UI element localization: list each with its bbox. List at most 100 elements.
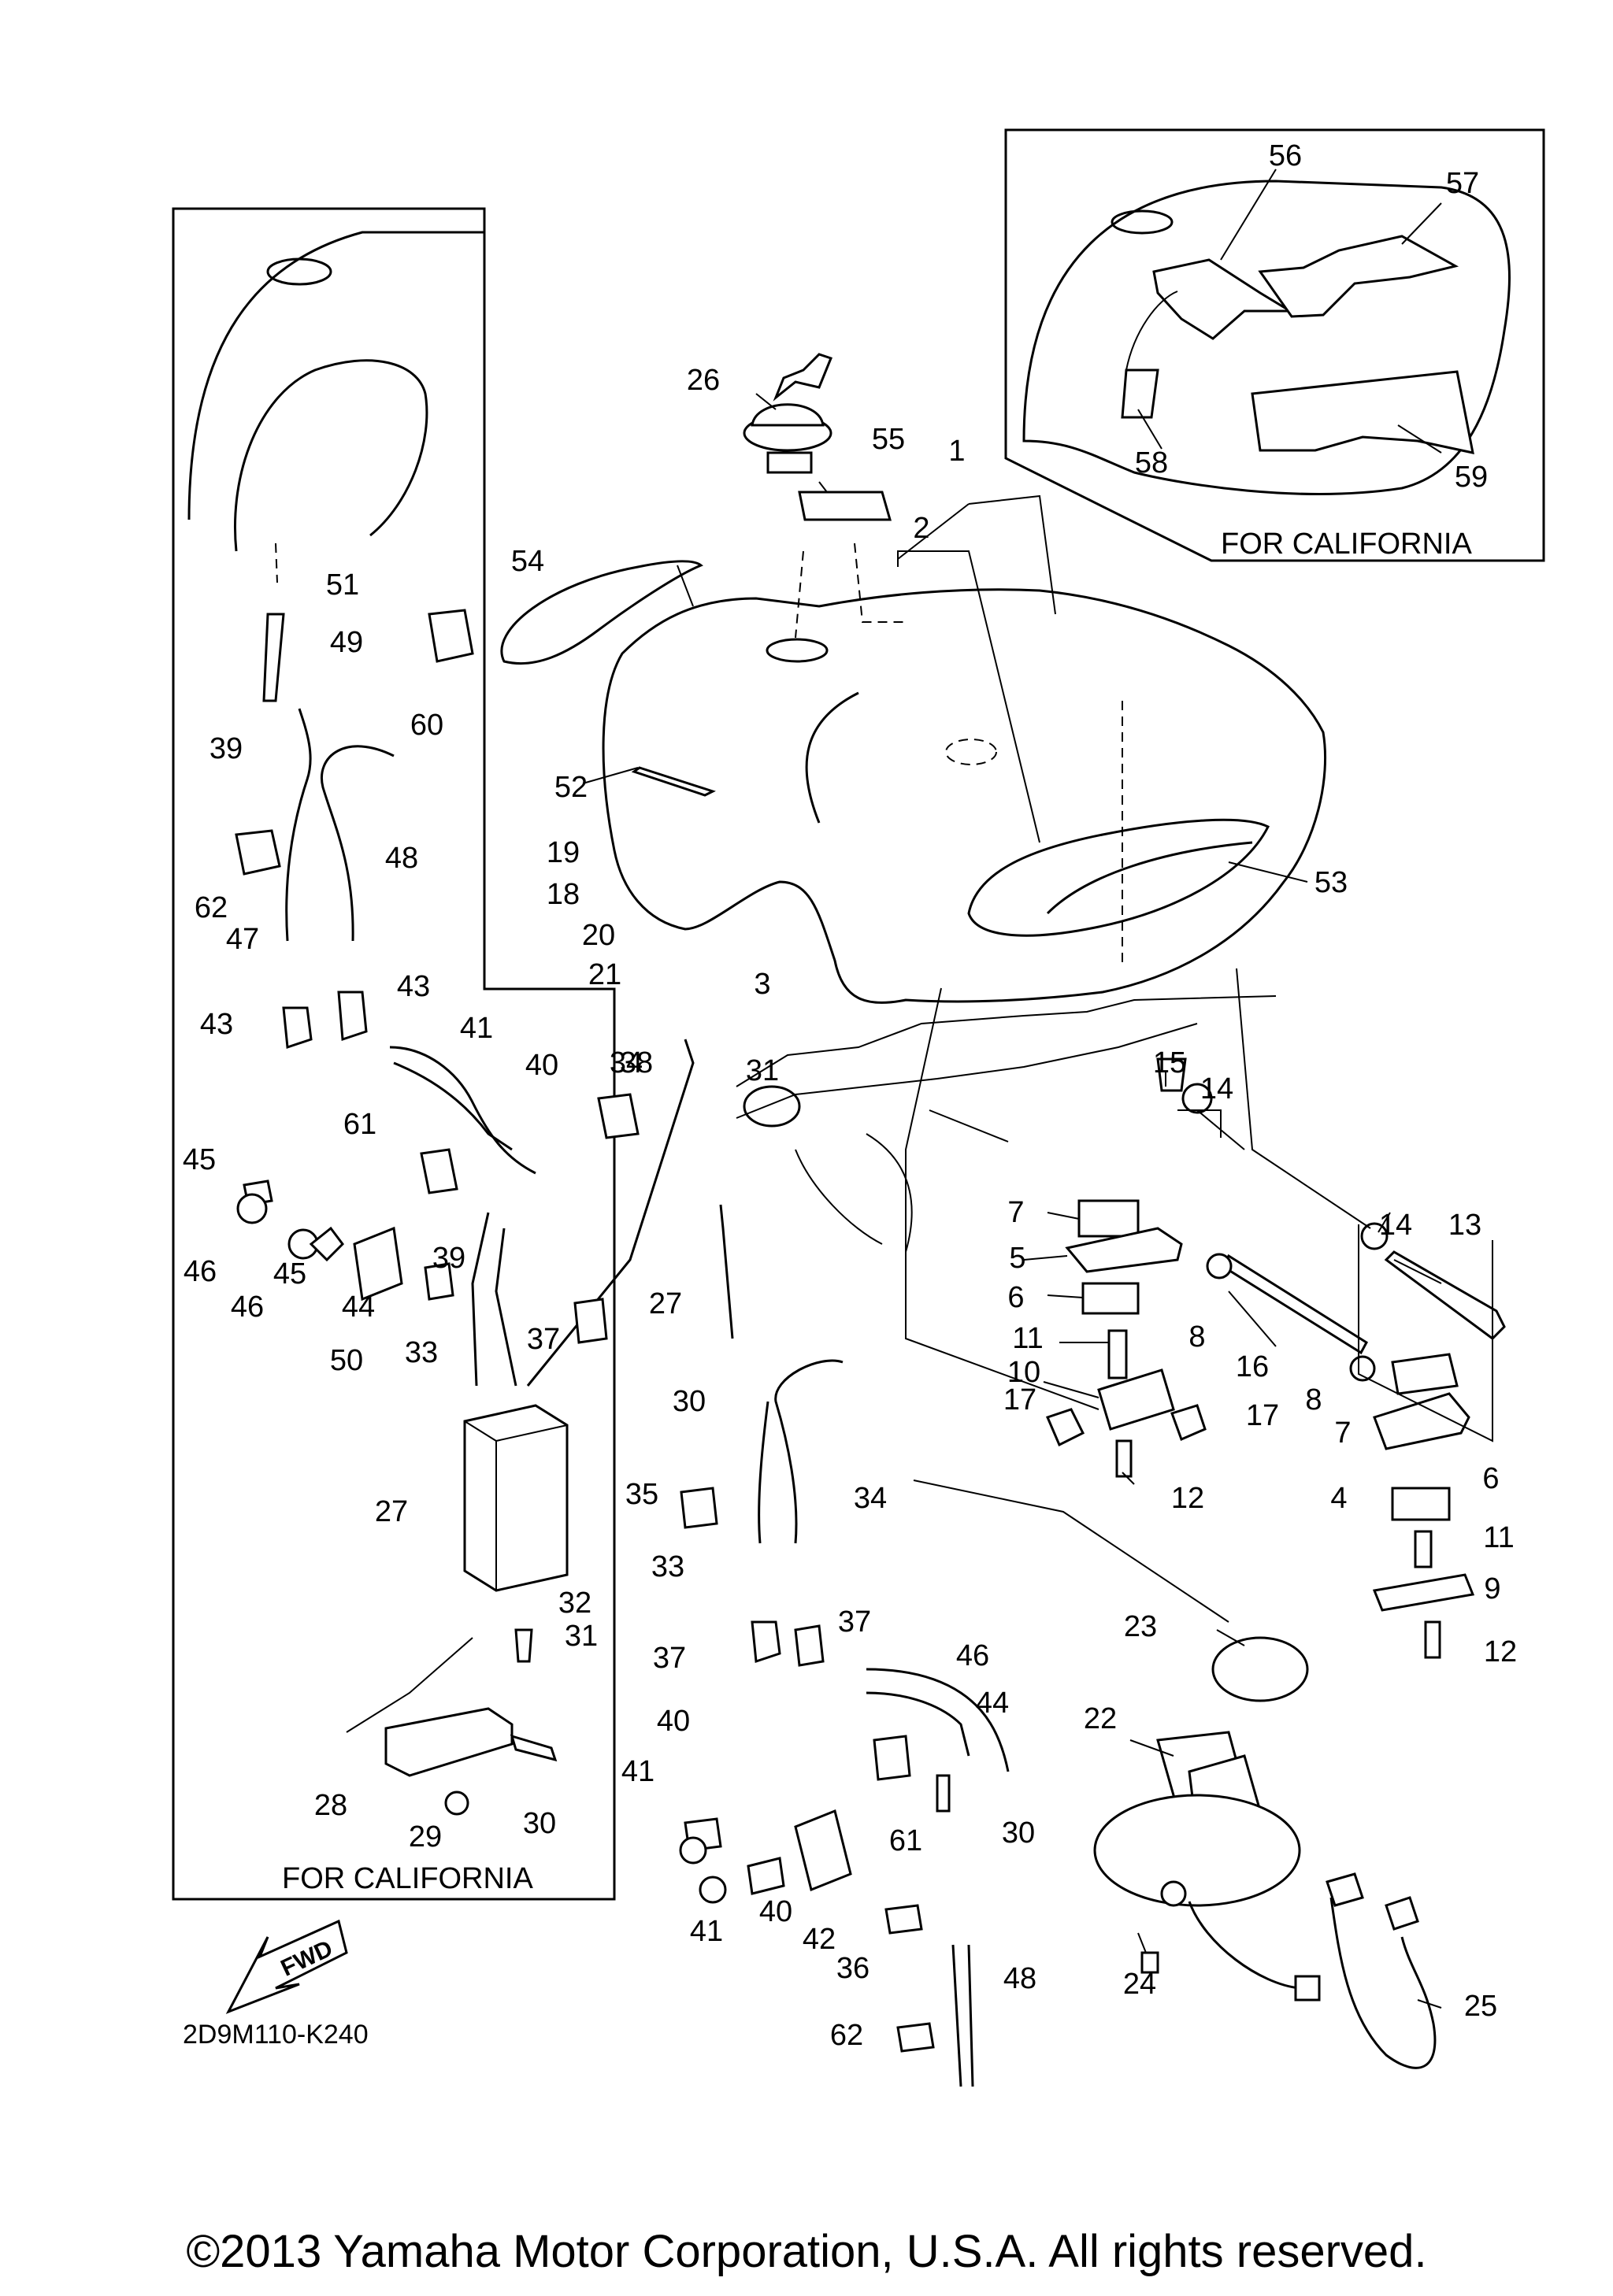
valve-43b [337, 991, 368, 1042]
callout-11b: 11 [1483, 1521, 1514, 1554]
callout-45a: 45 [183, 1143, 216, 1176]
callout-45b: 45 [273, 1257, 306, 1291]
clamp-62a [235, 829, 281, 876]
bolt-46a [236, 1193, 268, 1224]
callout-24: 24 [1123, 1968, 1156, 2001]
callout-60: 60 [410, 709, 443, 742]
callout-30a: 30 [523, 1807, 556, 1840]
callout-36: 36 [836, 1952, 870, 1985]
callout-14a: 14 [1200, 1072, 1233, 1105]
cap-31b [514, 1628, 533, 1663]
callout-17a: 17 [1003, 1383, 1036, 1416]
callout-6b: 6 [1482, 1462, 1499, 1495]
callout-41c: 41 [690, 1915, 723, 1948]
callout-61b: 61 [889, 1824, 922, 1857]
callout-31a: 31 [565, 1620, 598, 1653]
callout-33a: 33 [405, 1336, 438, 1369]
clamp-61a [420, 1148, 458, 1194]
callout-40a: 40 [525, 1049, 558, 1082]
callout-49: 49 [330, 626, 363, 659]
callout-43b: 43 [397, 970, 430, 1003]
clamp-50 [424, 1262, 454, 1301]
clamp-37a [573, 1298, 608, 1344]
callout-31b: 31 [746, 1054, 779, 1087]
clamp-38 [597, 1093, 640, 1139]
decal-55 [798, 491, 892, 521]
callout-59: 59 [1455, 461, 1488, 494]
frame-sketch [736, 995, 1277, 1253]
fuel-cap-26 [743, 353, 832, 474]
callout-37c: 37 [653, 1642, 686, 1675]
nut-15 [1156, 1057, 1187, 1092]
callout-54: 54 [511, 545, 544, 578]
side-cover-54 [500, 560, 703, 665]
clamp-62b [896, 2022, 935, 2053]
callout-30c: 30 [1002, 1816, 1035, 1850]
callout-28: 28 [314, 1789, 347, 1822]
damper-17a [1045, 1408, 1085, 1447]
collar-11a [1107, 1329, 1128, 1379]
callout-6a: 6 [1007, 1281, 1024, 1314]
part-51 [936, 1774, 951, 1813]
callout-20: 20 [582, 919, 615, 952]
callout-10: 10 [1007, 1356, 1040, 1389]
callout-52: 52 [554, 771, 588, 804]
bolt-41a [679, 1836, 707, 1865]
callout-7b: 7 [1334, 1416, 1351, 1450]
callout-40c: 40 [759, 1895, 792, 1928]
leader-lines [346, 168, 1442, 2009]
callout-34b: 34 [854, 1482, 887, 1515]
callout-53: 53 [1315, 866, 1348, 899]
callout-30b: 30 [673, 1385, 706, 1418]
valve-43a [282, 1006, 313, 1050]
plate-9 [1372, 1573, 1475, 1612]
heat-protector-58 [1121, 368, 1159, 419]
callout-46a: 46 [184, 1255, 217, 1288]
pipe-16 [1220, 1254, 1368, 1355]
mounting-hardware [1045, 1057, 1506, 1659]
callout-58: 58 [1135, 446, 1168, 480]
fwd-arrow-icon [225, 1919, 348, 2014]
callout-46c: 46 [956, 1639, 989, 1672]
callout-12b: 12 [1484, 1635, 1517, 1668]
inset-california-caption: FOR CALIFORNIA [1221, 528, 1472, 561]
callout-23: 23 [1124, 1610, 1157, 1643]
bracket-28 [384, 1707, 514, 1777]
collar-6b [1391, 1487, 1451, 1521]
callout-29: 29 [409, 1820, 442, 1853]
callout-2: 2 [913, 512, 929, 545]
bracket-5 [1065, 1227, 1183, 1273]
callout-35: 35 [625, 1478, 658, 1511]
callout-33b: 33 [651, 1550, 684, 1583]
diagram-code: 2D9M110-K240 [183, 2020, 369, 2050]
fuel-line-25 [1329, 1897, 1437, 2069]
bolt-30a [510, 1734, 558, 1762]
callout-4: 4 [1330, 1482, 1347, 1515]
callout-44b: 44 [976, 1687, 1009, 1720]
fuel-tank [500, 491, 1326, 1004]
callout-25: 25 [1464, 1990, 1497, 2023]
valve-37b [751, 1620, 781, 1664]
callout-48b: 48 [1003, 1962, 1036, 1995]
callout-41a: 41 [460, 1012, 493, 1045]
valve-37c [794, 1624, 825, 1667]
callout-19: 19 [547, 836, 580, 869]
callout-51: 51 [326, 568, 359, 602]
collar-11b [1414, 1530, 1433, 1568]
canister-27 [384, 1404, 569, 1816]
callout-labels: 1 2 3 4 5 6 6 7 7 8 8 9 10 11 11 12 12 1… [183, 139, 1517, 2052]
callout-56: 56 [1269, 139, 1302, 172]
callout-11a: 11 [1012, 1322, 1043, 1355]
callout-40b: 40 [657, 1705, 690, 1738]
callout-50: 50 [330, 1344, 363, 1377]
callout-32: 32 [558, 1587, 591, 1620]
california-inset-box [1004, 128, 1545, 562]
callout-17b: 17 [1246, 1399, 1279, 1432]
bolt-13 [1384, 1250, 1506, 1340]
center-hoses [679, 1204, 1010, 2087]
callout-26: 26 [687, 364, 720, 397]
callout-3: 3 [754, 968, 770, 1001]
callout-48a: 48 [385, 842, 418, 875]
copyright-notice: ©2013 Yamaha Motor Corporation, U.S.A. A… [186, 2226, 1427, 2277]
